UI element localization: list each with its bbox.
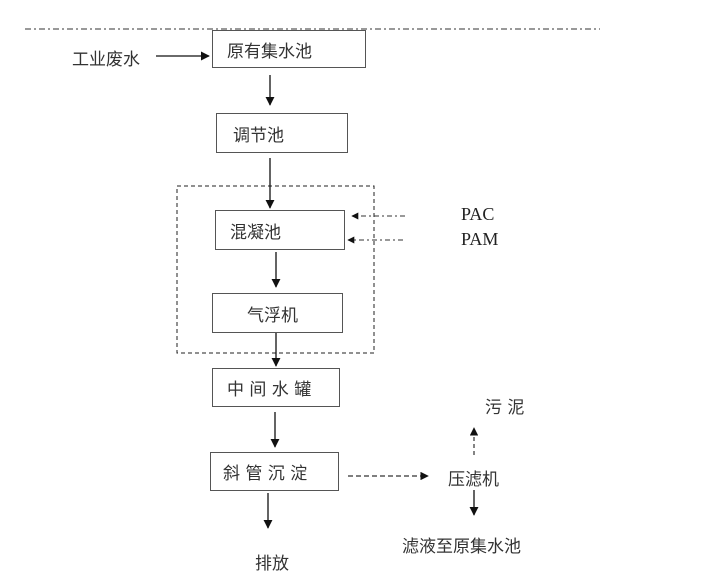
reagent-pac-label: PAC [461, 204, 495, 224]
node-collection-pool-label: 原有集水池 [227, 41, 312, 62]
node-air-flotation-label: 气浮机 [247, 305, 298, 326]
node-regulating-pool-label: 调节池 [233, 125, 284, 146]
node-intermediate-tank-label: 中 间 水 罐 [227, 380, 312, 400]
node-collection-pool: 原有集水池 [212, 30, 366, 68]
reagent-pam-label: PAM [461, 229, 499, 249]
node-air-flotation: 气浮机 [212, 293, 343, 333]
node-coagulation-pool: 混凝池 [215, 210, 345, 250]
output-discharge-label: 排放 [255, 554, 289, 574]
output-sludge-label: 污 泥 [485, 398, 525, 418]
node-inclined-tube-settler: 斜 管 沉 淀 [210, 452, 339, 491]
node-coagulation-pool-label: 混凝池 [230, 222, 281, 243]
node-regulating-pool: 调节池 [216, 113, 348, 153]
node-filter-press-label: 压滤机 [448, 470, 499, 490]
node-inclined-tube-settler-label: 斜 管 沉 淀 [223, 464, 308, 484]
node-intermediate-tank: 中 间 水 罐 [212, 368, 340, 407]
input-label-industrial-wastewater: 工业废水 [72, 50, 140, 70]
output-filtrate-label: 滤液至原集水池 [402, 537, 521, 557]
